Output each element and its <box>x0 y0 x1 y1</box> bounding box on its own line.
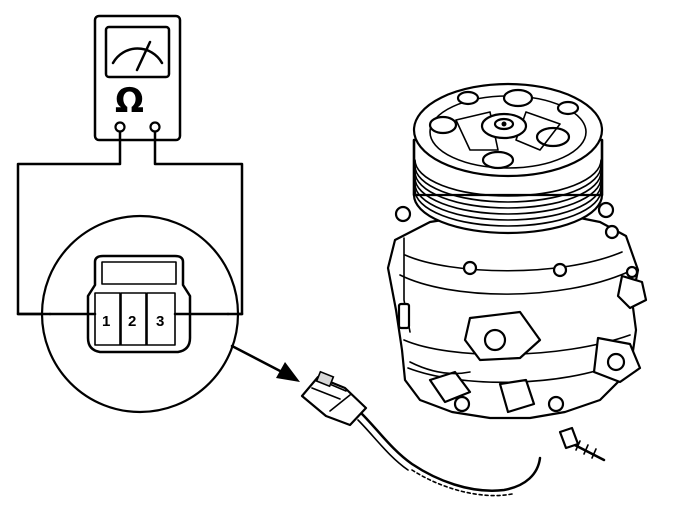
connector-plug <box>300 370 542 497</box>
terminal-2-cavity <box>120 292 147 346</box>
connector-latch <box>101 261 177 285</box>
housing-bolt <box>394 205 412 223</box>
clutch-rivet <box>428 115 458 135</box>
clutch-rivet <box>556 100 580 116</box>
housing-bolt <box>453 395 471 413</box>
service-port <box>498 378 536 414</box>
pointer-arrow <box>230 344 300 382</box>
housing-bolt <box>547 395 565 413</box>
connector-housing <box>86 254 192 354</box>
ohmmeter-body <box>93 14 182 142</box>
clutch-pulley <box>412 82 604 235</box>
terminal-3-cavity <box>146 292 176 346</box>
clutch-rivet <box>456 90 480 106</box>
housing-bolt <box>462 260 478 276</box>
housing-bolt <box>552 262 568 278</box>
connector-face: 1 2 3 <box>48 254 230 354</box>
terminal-label-1: 1 <box>102 313 110 330</box>
ohmmeter-scale-arc <box>111 47 164 65</box>
housing-bolt <box>597 201 615 219</box>
probe-jack-left <box>114 121 126 133</box>
terminal-1-cavity <box>94 292 121 346</box>
ohmmeter-display <box>104 25 171 79</box>
housing-bolt <box>625 265 639 279</box>
pulley-groove <box>414 159 602 197</box>
plug-body <box>300 375 368 427</box>
probe-jack-right <box>149 121 161 133</box>
clutch-rivet <box>535 126 571 148</box>
clutch-rivet <box>481 150 515 170</box>
pulley-groove <box>414 165 602 203</box>
terminal-label-3: 3 <box>156 313 164 330</box>
ohmmeter-needle <box>135 40 152 72</box>
pulley-groove <box>414 171 602 209</box>
pulley-groove <box>414 177 602 215</box>
clutch-rivet <box>502 88 534 108</box>
ohmmeter: Ω <box>93 14 182 142</box>
harness-wire <box>360 412 542 492</box>
ac-compressor <box>386 201 648 462</box>
arrowhead <box>276 362 300 382</box>
terminal-label-2: 2 <box>128 313 136 330</box>
service-port <box>428 370 472 404</box>
ohm-symbol: Ω <box>115 81 144 121</box>
pulley-groove <box>414 189 602 227</box>
housing-bolt <box>604 224 620 240</box>
pulley-groove <box>414 183 602 221</box>
